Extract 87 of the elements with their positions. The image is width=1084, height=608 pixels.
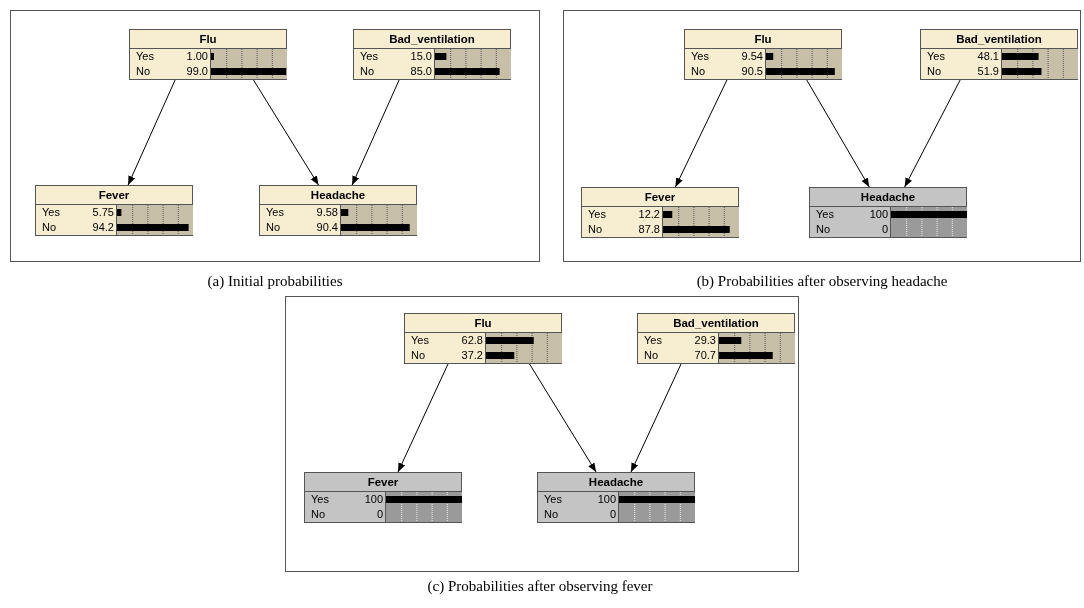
variable-node — [920, 29, 1078, 80]
node-title: Bad_ventilation — [673, 316, 759, 331]
probability-value: 87.8 — [638, 222, 660, 237]
probability-value: 100 — [869, 207, 888, 222]
node-title: Headache — [588, 475, 644, 490]
arrow — [806, 79, 870, 188]
state-label: Yes — [266, 205, 284, 220]
probability-value: 99.0 — [186, 64, 208, 79]
node-title: Bad_ventilation — [389, 32, 475, 47]
arrow — [127, 79, 176, 186]
arrow — [529, 363, 597, 473]
probability-value: 0 — [881, 222, 888, 237]
arrow — [674, 79, 728, 188]
probability-value: 12.2 — [638, 207, 660, 222]
node-title: Fever — [367, 475, 399, 490]
state-label: Yes — [927, 49, 945, 64]
arrow — [630, 363, 682, 473]
panel-frame — [563, 10, 1081, 262]
probability-value: 48.1 — [977, 49, 999, 64]
probability-value: 9.58 — [316, 205, 338, 220]
node-title: Headache — [310, 188, 366, 203]
state-label: No — [266, 220, 281, 235]
state-label: No — [311, 507, 326, 522]
node-title: Fever — [98, 188, 130, 203]
figure-caption: (b) Probabilities after observing headache — [696, 273, 948, 290]
panel-frame — [285, 296, 799, 572]
probability-value: 100 — [364, 492, 383, 507]
figure-caption: (a) Initial probabilities — [207, 273, 343, 290]
state-label: Yes — [42, 205, 60, 220]
probability-value: 0 — [609, 507, 616, 522]
probability-value: 94.2 — [92, 220, 114, 235]
state-label: Yes — [544, 492, 562, 507]
arrow — [351, 79, 400, 186]
variable-node — [581, 187, 739, 238]
variable-node — [304, 472, 462, 523]
state-label: Yes — [411, 333, 429, 348]
node-title: Headache — [860, 190, 916, 205]
probability-value: 100 — [597, 492, 616, 507]
state-label: Yes — [644, 333, 662, 348]
probability-value: 37.2 — [461, 348, 483, 363]
variable-node — [353, 29, 511, 80]
state-label: No — [360, 64, 375, 79]
state-label: Yes — [311, 492, 329, 507]
node-title: Fever — [644, 190, 676, 205]
variable-node — [404, 313, 562, 364]
probability-value: 15.0 — [410, 49, 432, 64]
probability-value: 62.8 — [461, 333, 483, 348]
arrow — [253, 79, 319, 186]
variable-node — [809, 187, 967, 238]
probability-value: 90.5 — [741, 64, 763, 79]
variable-node — [129, 29, 287, 80]
state-label: Yes — [691, 49, 709, 64]
variable-node — [637, 313, 795, 364]
state-label: Yes — [816, 207, 834, 222]
probability-value: 70.7 — [694, 348, 716, 363]
state-label: No — [544, 507, 559, 522]
state-label: No — [927, 64, 942, 79]
variable-node — [537, 472, 695, 523]
probability-value: 9.54 — [741, 49, 763, 64]
probability-value: 5.75 — [92, 205, 114, 220]
arrow — [397, 363, 449, 473]
state-label: No — [644, 348, 659, 363]
node-title: Bad_ventilation — [956, 32, 1042, 47]
probability-value: 29.3 — [694, 333, 716, 348]
state-label: No — [136, 64, 151, 79]
state-label: No — [816, 222, 831, 237]
figure-caption: (c) Probabilities after observing fever — [427, 578, 653, 595]
state-label: Yes — [588, 207, 606, 222]
arrow — [904, 79, 961, 188]
panel-frame — [10, 10, 540, 262]
variable-node — [684, 29, 842, 80]
state-label: Yes — [360, 49, 378, 64]
state-label: No — [42, 220, 57, 235]
state-label: No — [588, 222, 603, 237]
node-title: Flu — [474, 316, 492, 331]
variable-node — [35, 185, 193, 236]
probability-value: 90.4 — [316, 220, 338, 235]
probability-value: 51.9 — [977, 64, 999, 79]
state-label: No — [411, 348, 426, 363]
node-title: Flu — [754, 32, 772, 47]
state-label: No — [691, 64, 706, 79]
node-title: Flu — [199, 32, 217, 47]
probability-value: 85.0 — [410, 64, 432, 79]
probability-value: 0 — [376, 507, 383, 522]
variable-node — [259, 185, 417, 236]
state-label: Yes — [136, 49, 154, 64]
probability-value: 1.00 — [186, 49, 208, 64]
